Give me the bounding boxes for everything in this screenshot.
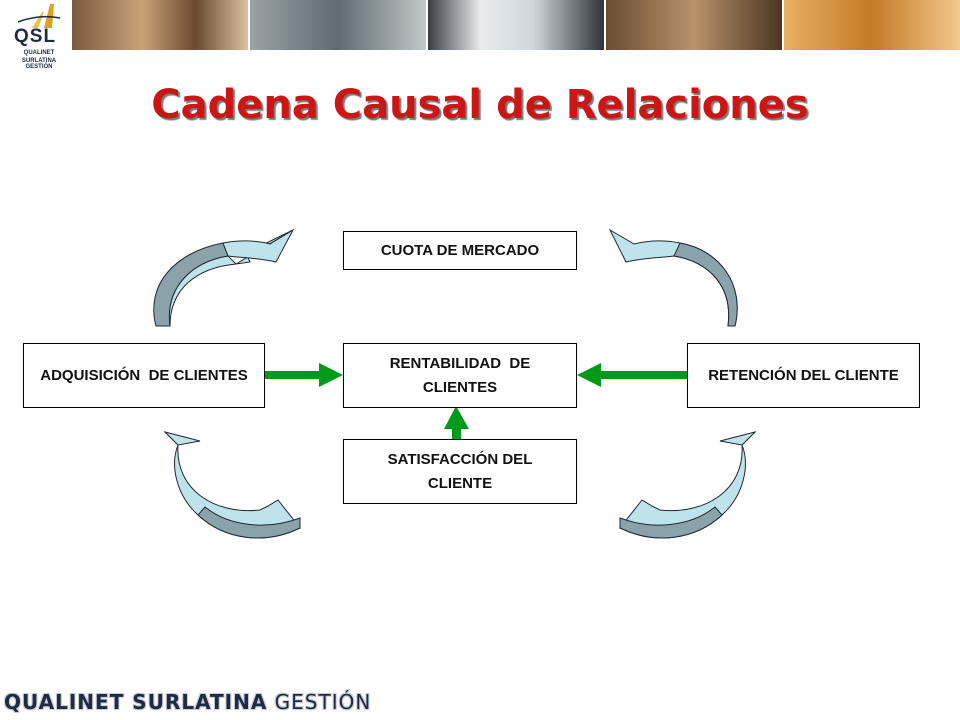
- arrow-adquisicion-to-rentabilidad: [265, 363, 343, 387]
- box-satisfaccion-del-cliente: SATISFACCIÓN DEL CLIENTE: [343, 439, 577, 504]
- page-title: Cadena Causal de Relaciones: [151, 82, 809, 128]
- banner-photo-3: [428, 0, 604, 50]
- curved-arrow-top-right: [608, 228, 738, 327]
- airplane-logo-icon: [17, 4, 61, 28]
- footer-brand: QUALINET SURLATINA GESTIÓN: [4, 690, 371, 714]
- box-cuota-de-mercado: CUOTA DE MERCADO: [343, 231, 577, 270]
- banner-photo-2: [250, 0, 426, 50]
- box-rentabilidad-de-clientes: RENTABILIDAD DE CLIENTES: [343, 343, 577, 408]
- logo-text: QSL: [14, 26, 57, 47]
- banner-photo-5: [784, 0, 960, 50]
- logo-line-1: QUALINET: [23, 50, 55, 56]
- logo-line-2: SURLATINA GESTIÓN: [21, 58, 57, 70]
- arrow-satisfaccion-to-rentabilidad: [444, 406, 469, 440]
- arrow-retencion-to-rentabilidad: [577, 363, 687, 387]
- box-retencion-del-cliente: RETENCIÓN DEL CLIENTE: [687, 343, 920, 408]
- curved-arrow-top-left: [153, 228, 295, 327]
- curved-arrow-bottom-left: [163, 431, 301, 539]
- banner-photo-4: [606, 0, 782, 50]
- box-adquisicion-de-clientes: ADQUISICIÓN DE CLIENTES: [23, 343, 265, 408]
- footer-brand-name: QUALINET SURLATINA: [4, 690, 268, 714]
- curved-arrow-bottom-right: [619, 431, 757, 539]
- qsl-logo: QSL QUALINET SURLATINA GESTIÓN: [0, 0, 70, 70]
- footer-brand-suffix: GESTIÓN: [274, 690, 372, 714]
- banner-photo-1: [72, 0, 248, 50]
- photo-banner: [72, 0, 960, 50]
